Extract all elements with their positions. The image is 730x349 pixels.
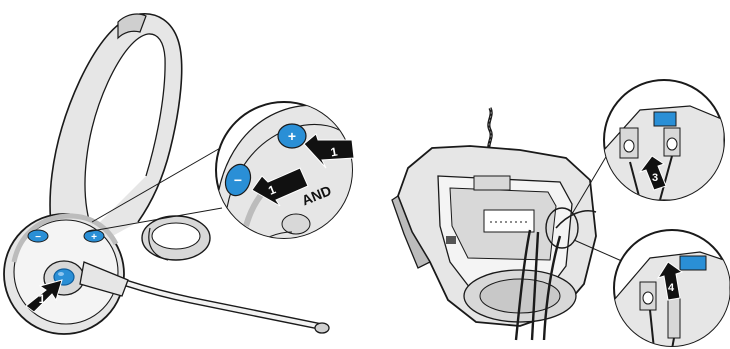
connector-detail-top: 3: [604, 80, 724, 200]
minus-icon: −: [234, 172, 242, 188]
minus-icon: −: [35, 232, 41, 243]
step-number-power: 1: [39, 292, 46, 306]
step-number-top-connector: 3: [652, 172, 658, 184]
plus-icon: +: [288, 128, 296, 144]
plus-icon: +: [91, 232, 97, 243]
microphone-tip: [315, 323, 329, 333]
port-tab-top: [654, 112, 676, 126]
port-tab-bottom: [680, 256, 706, 270]
pairing-detail-magnifier: − + 1 AND 1: [216, 102, 360, 250]
connector-detail-bottom: 4: [614, 230, 730, 349]
step-number-bottom-connector: 4: [668, 282, 675, 294]
base-station-illustration: [392, 108, 624, 340]
